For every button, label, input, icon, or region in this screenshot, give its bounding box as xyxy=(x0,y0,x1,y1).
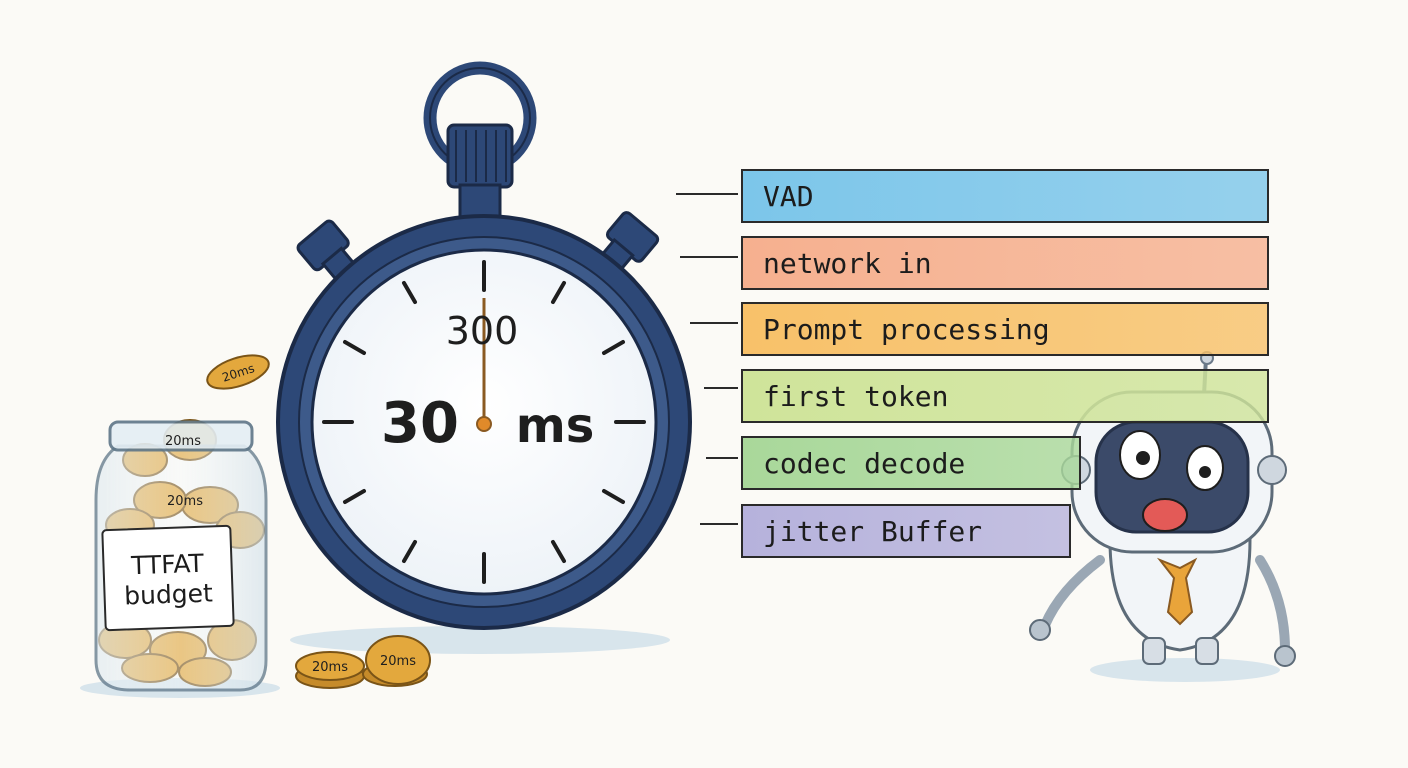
stage-label: jitter Buffer xyxy=(763,514,983,548)
stage-bar-codec-decode: codec decode xyxy=(741,436,1081,490)
stage-label: codec decode xyxy=(763,446,966,480)
stage-label: VAD xyxy=(763,179,814,213)
jar-coin-label: 20ms xyxy=(167,494,203,509)
stopwatch-readout-unit: ms xyxy=(516,398,595,454)
stage-label: first token xyxy=(763,379,949,413)
stage-bar-prompt-processing: Prompt processing xyxy=(741,302,1269,356)
pile-coin-label: 20ms xyxy=(380,654,416,669)
pile-coin-label: 20ms xyxy=(312,660,348,675)
leader-line xyxy=(700,523,738,525)
jar-label: TTFAT budget xyxy=(104,531,231,629)
stage-bar-jitter-buffer: jitter Buffer xyxy=(741,504,1071,558)
stopwatch-icon xyxy=(276,61,692,630)
stopwatch-shadow xyxy=(290,626,670,654)
leader-line xyxy=(676,193,738,195)
robot-shadow xyxy=(1090,658,1280,682)
stage-bar-first-token: first token xyxy=(741,369,1269,423)
leader-line xyxy=(690,322,738,324)
jar-label-line2: budget xyxy=(123,578,214,611)
stage-bar-network-in: network in xyxy=(741,236,1269,290)
stopwatch-readout-value: 30 xyxy=(381,391,459,456)
leader-line xyxy=(680,256,738,258)
jar-label-line1: TTFAT xyxy=(130,548,205,581)
robot-icon xyxy=(1029,351,1296,667)
jar-icon xyxy=(94,419,268,692)
coin-pile-icon xyxy=(295,635,431,689)
stopwatch-top-mark: 300 xyxy=(446,309,519,353)
stage-label: Prompt processing xyxy=(763,312,1050,346)
jar-coin-label: 20ms xyxy=(165,434,201,449)
leader-line xyxy=(706,457,738,459)
leader-line xyxy=(704,387,738,389)
stage-bar-vad: VAD xyxy=(741,169,1269,223)
coin-icon xyxy=(206,354,270,390)
stage-label: network in xyxy=(763,246,932,280)
